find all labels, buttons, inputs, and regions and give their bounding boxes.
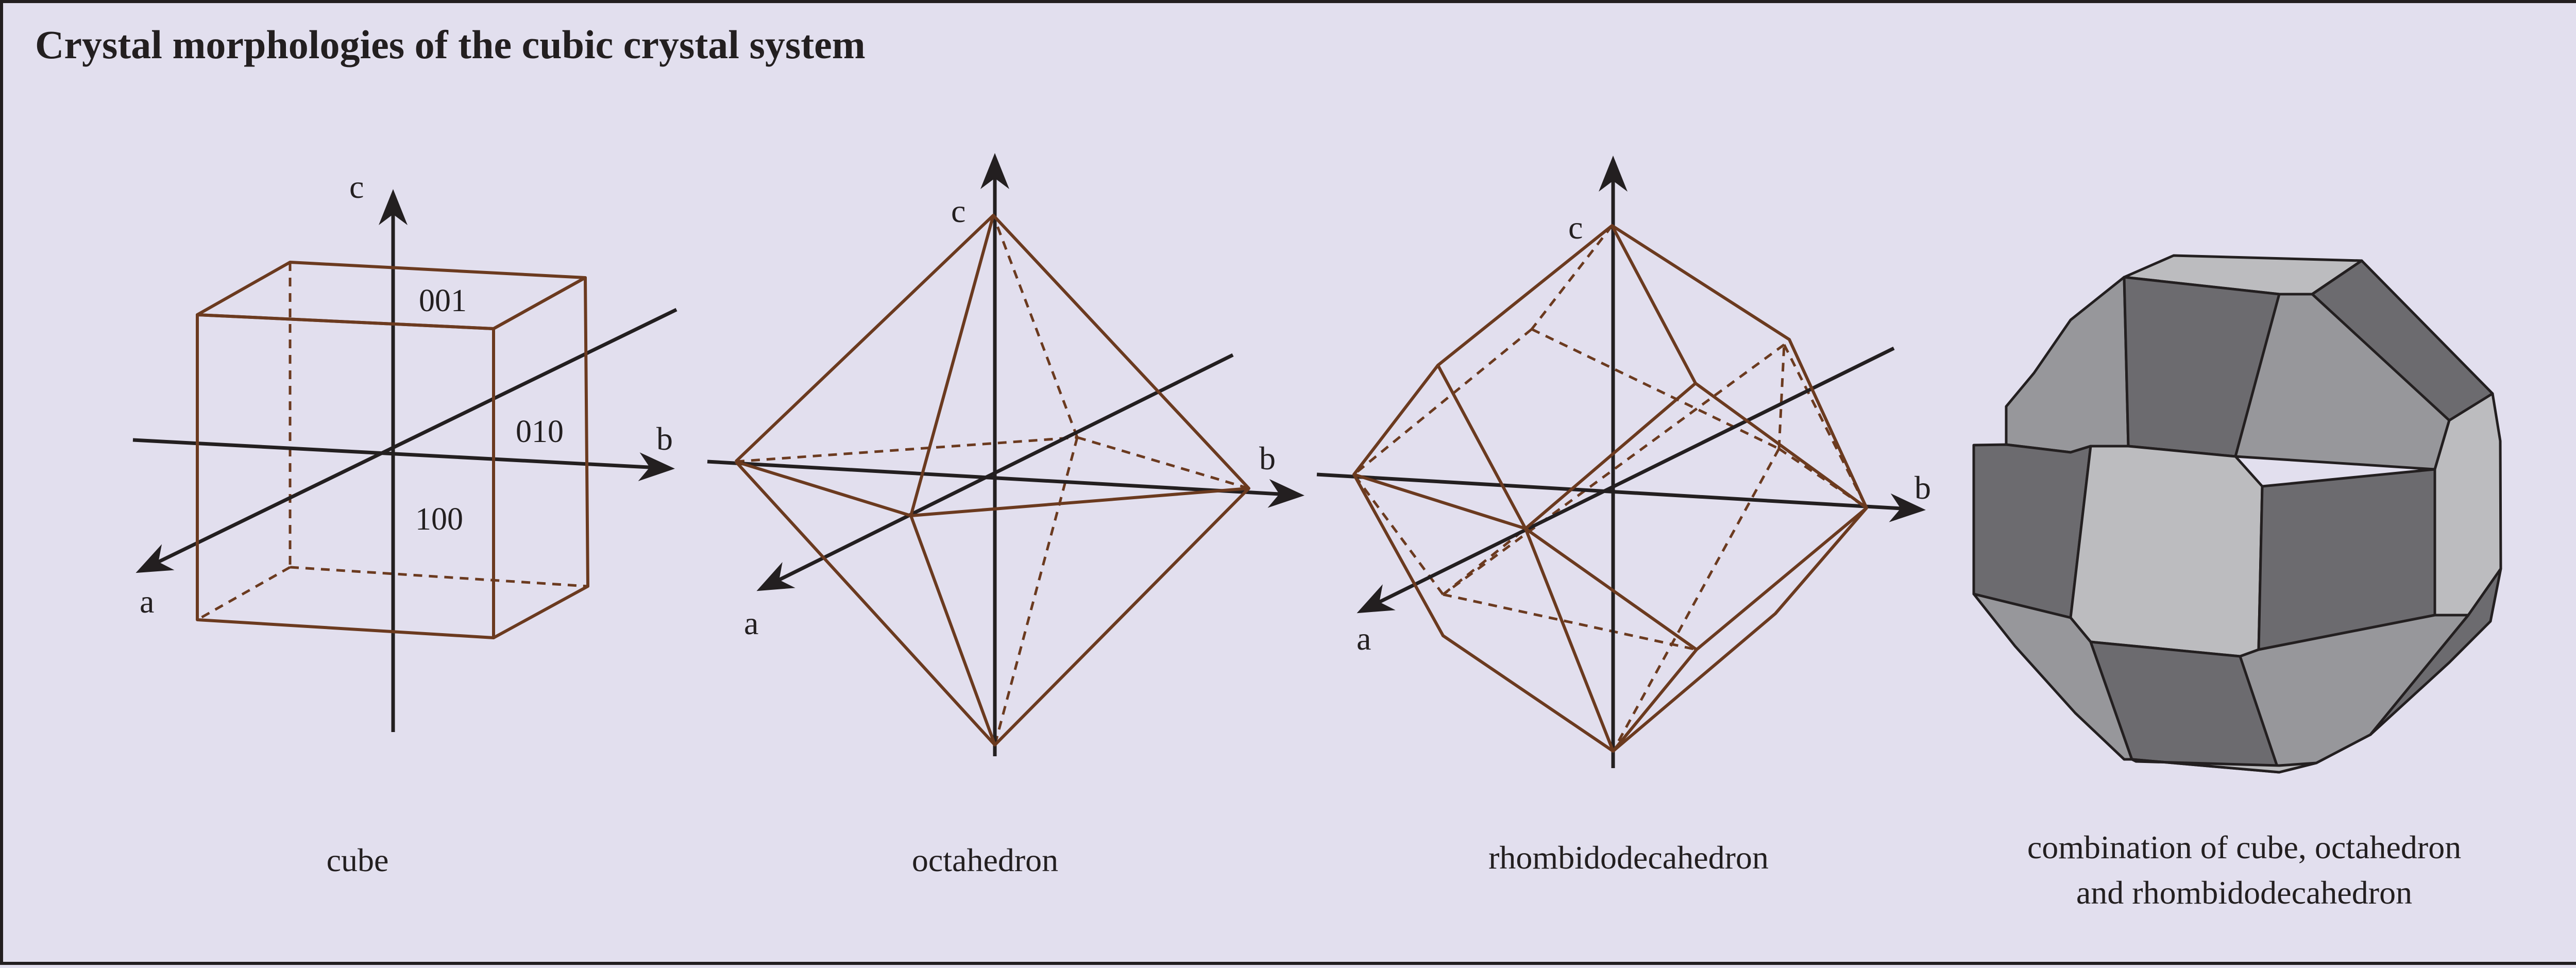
rhombidodecahedron-visible-edges (1352, 224, 1868, 753)
cube-face-010-label: 010 (516, 414, 564, 449)
combination-solid (1972, 254, 2502, 774)
figure-title: Crystal morphologies of the cubic crysta… (35, 22, 866, 67)
rhombidodecahedron-drawing: a b c (1316, 156, 1931, 768)
cube-face-001-label: 001 (419, 283, 467, 318)
rhombidodecahedron-a-label: a (1357, 620, 1371, 657)
rhombidodecahedron-b-label: b (1914, 469, 1931, 506)
cube-b-axis (132, 438, 675, 481)
caption-octahedron: octahedron (911, 842, 1059, 878)
octahedron-b-label: b (1259, 440, 1276, 477)
octahedron-b-axis (707, 460, 1304, 508)
octahedron-visible-edges (734, 214, 1250, 746)
rhombidodecahedron-b-axis (1316, 472, 1926, 522)
rhombidodecahedron-c-label: c (1568, 209, 1583, 246)
cube-a-axis (135, 308, 677, 573)
octahedron-hidden-edges (735, 215, 1249, 745)
cube-b-label: b (656, 420, 673, 457)
cube-visible-edges (196, 261, 589, 639)
cube-drawing: 001 010 100 a b c (132, 168, 677, 732)
octahedron-c-label: c (951, 193, 965, 229)
caption-combination-line2: and rhombidodecahedron (2076, 874, 2413, 911)
cube-a-label: a (140, 583, 154, 620)
cube-hidden-edges (196, 262, 588, 621)
caption-cube: cube (326, 842, 389, 878)
octahedron-a-label: a (744, 605, 758, 641)
cube-c-label: c (349, 168, 364, 205)
octahedron-drawing: a b c (707, 153, 1304, 756)
caption-combination-line1: combination of cube, octahedron (2027, 829, 2462, 865)
crystal-drawings: 001 010 100 a b c a b (132, 153, 2502, 774)
rhombidodecahedron-a-axis (1357, 346, 1895, 614)
cube-face-100-label: 100 (415, 502, 463, 537)
caption-rhombidodecahedron: rhombidodecahedron (1488, 839, 1769, 876)
octahedron-a-axis (756, 353, 1234, 591)
